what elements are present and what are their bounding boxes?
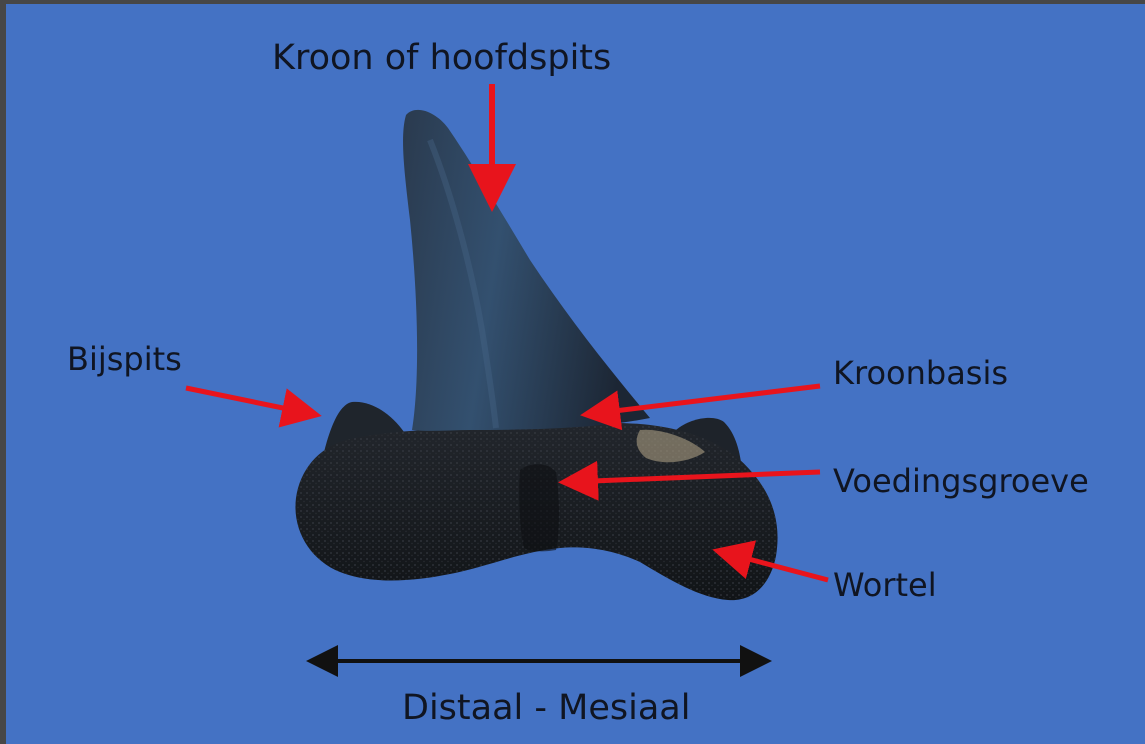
- label-crown: Kroon of hoofdspits: [272, 38, 611, 78]
- label-axis: Distaal - Mesiaal: [402, 688, 690, 728]
- label-nutrient-groove: Voedingsgroeve: [833, 462, 1089, 500]
- label-crown-base: Kroonbasis: [833, 354, 1008, 392]
- label-cusplet: Bijspits: [67, 340, 182, 378]
- label-root: Wortel: [833, 566, 937, 604]
- arrow-cusplet: [186, 388, 312, 414]
